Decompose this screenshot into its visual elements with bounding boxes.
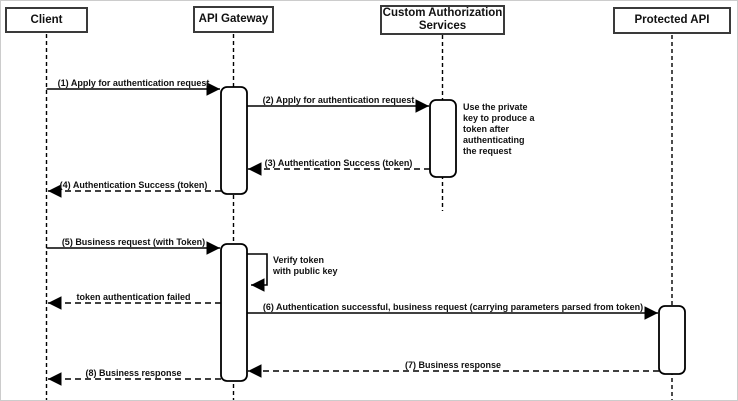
activation-api-gateway-2 xyxy=(220,243,248,382)
note-line-4: authenticating xyxy=(463,135,525,145)
message-label-6: (6) Authentication successful, business … xyxy=(262,302,644,312)
participant-custom-auth: Custom Authorization Services xyxy=(380,5,505,35)
note-line-5: the request xyxy=(463,146,512,156)
activation-api-gateway-1 xyxy=(220,86,248,195)
participant-client-label: Client xyxy=(30,13,63,26)
message-label-8: (8) Business response xyxy=(85,368,182,378)
message-label-4: (4) Authentication Success (token) xyxy=(59,180,208,190)
note-line-2: key to produce a xyxy=(463,113,535,123)
participant-api-gateway: API Gateway xyxy=(193,6,274,33)
note-line-3: token after xyxy=(463,124,510,134)
message-label-7: (7) Business response xyxy=(404,360,502,370)
self-message-line-2: with public key xyxy=(273,266,338,276)
note-private-key: Use the private key to produce a token a… xyxy=(463,102,535,157)
participant-protected-api: Protected API xyxy=(613,7,731,34)
participant-client: Client xyxy=(5,7,88,33)
message-label-2: (2) Apply for authentication request xyxy=(262,95,415,105)
activation-custom-auth xyxy=(429,99,457,178)
message-label-3: (3) Authentication Success (token) xyxy=(264,158,413,168)
message-label-failed: token authentication failed xyxy=(76,292,191,302)
self-message-line-1: Verify token xyxy=(273,255,325,265)
activation-protected-api xyxy=(658,305,686,375)
participant-protected-api-label: Protected API xyxy=(634,14,710,26)
message-label-1: (1) Apply for authentication request xyxy=(57,78,210,88)
arrow-self-message xyxy=(247,253,268,292)
self-message-label: Verify token with public key xyxy=(273,255,338,277)
participant-custom-auth-label: Custom Authorization Services xyxy=(382,7,503,32)
message-label-5: (5) Business request (with Token) xyxy=(61,237,206,247)
note-line-1: Use the private xyxy=(463,102,528,112)
participant-api-gateway-label: API Gateway xyxy=(198,13,269,25)
